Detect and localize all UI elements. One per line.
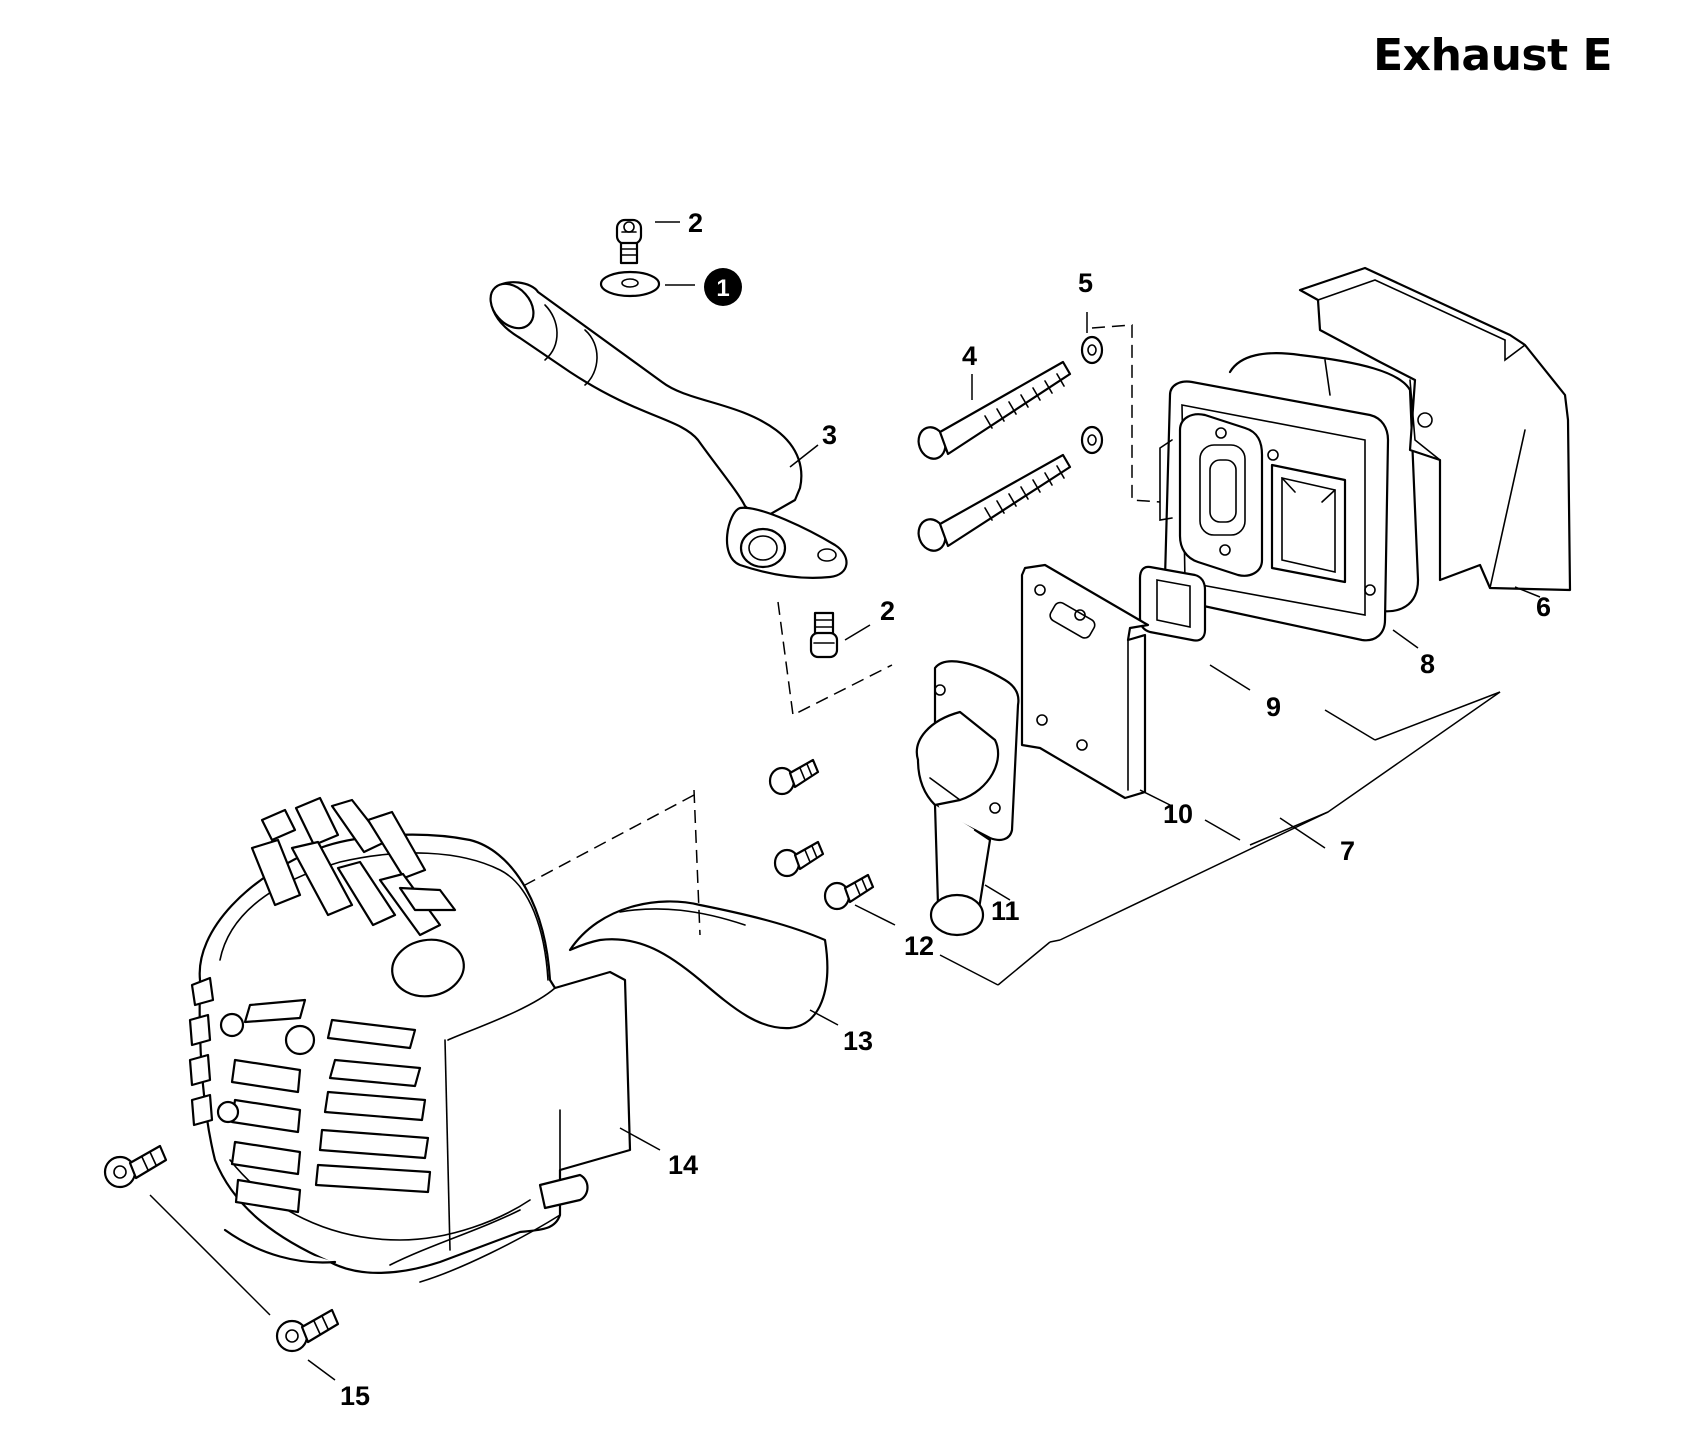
leader-lines [149,221,1541,1381]
screw-top [615,218,643,265]
callout-13: 13 [843,1026,873,1056]
gasket [1138,565,1207,642]
spacer-plate [1020,563,1150,800]
washer [599,270,661,298]
exhaust-pipe [489,281,848,579]
cover-screw-upper [103,1144,168,1189]
diagram-title: Exhaust E [1373,30,1612,81]
small-screw-3 [823,873,875,911]
callout-10: 10 [1163,799,1193,829]
callout-1: 1 [704,268,742,306]
small-screw-2 [773,840,825,878]
callout-2b: 2 [880,596,895,626]
callout-8: 8 [1420,649,1435,679]
screw-middle [809,611,839,659]
long-bolt-lower [917,453,1072,552]
cover-screw-lower [275,1308,340,1353]
callout-12: 12 [904,931,934,961]
muffler [1159,352,1420,642]
callout-3: 3 [822,420,837,450]
small-screw-1 [768,758,820,796]
deflector [568,900,829,1030]
bolt-washers [1080,335,1104,455]
long-bolt-upper [917,360,1072,460]
callout-7: 7 [1340,836,1355,866]
heat-shield [1298,266,1572,592]
callout-4: 4 [962,341,977,371]
callout-11: 11 [991,896,1020,926]
callout-5: 5 [1078,268,1093,298]
callout-6: 6 [1536,592,1551,622]
callout-15: 15 [340,1381,370,1411]
muffler-cover [188,796,632,1283]
exhaust-flange [915,660,1020,937]
callout-9: 9 [1266,692,1281,722]
callout-14: 14 [668,1150,698,1180]
svg-text:1: 1 [716,275,729,302]
assembly-lines [524,324,1161,936]
callout-2a: 2 [688,208,703,238]
